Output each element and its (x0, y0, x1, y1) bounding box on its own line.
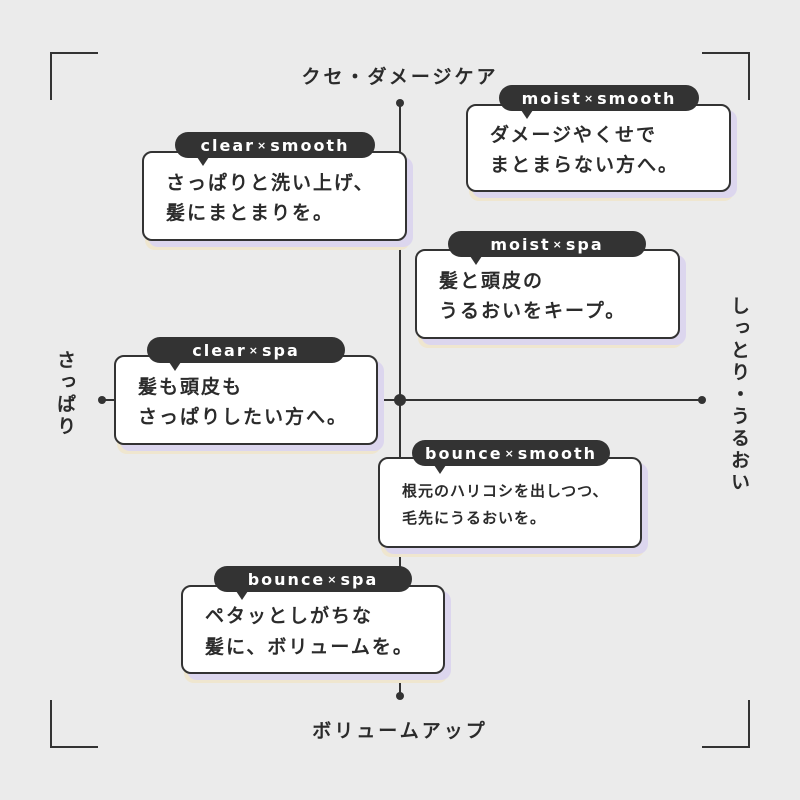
card-text: 髪も頭皮も さっぱりしたい方へ。 (138, 375, 349, 428)
axis-end-dot-left (98, 396, 106, 404)
tag-word: moist (521, 88, 582, 108)
tag-separator: × (552, 237, 564, 251)
tag-separator: × (257, 138, 269, 152)
corner-bracket-bottom-left (50, 700, 98, 748)
tag-separator: × (327, 572, 339, 586)
tag-word: clear (192, 340, 247, 360)
tag-clear-spa: clear×spa (147, 337, 345, 371)
tag-bounce-smooth: bounce×smooth (412, 440, 610, 474)
card-moist-spa: 髪と頭皮の うるおいをキープ。 (415, 249, 680, 339)
tag-word: smooth (270, 135, 350, 155)
tag-moist-spa: moist×spa (448, 231, 646, 265)
tag-word: spa (261, 340, 300, 360)
tag-word: bounce (247, 569, 326, 589)
axis-label-bottom: ボリュームアップ (312, 720, 488, 742)
card-bounce-smooth: 根元のハリコシを出しつつ、 毛先にうるおいを。 (378, 457, 642, 548)
card-text: 髪と頭皮の うるおいをキープ。 (439, 269, 627, 322)
tag-moist-smooth: moist×smooth (499, 85, 699, 119)
corner-bracket-bottom-right (702, 700, 750, 748)
axis-end-dot-bottom (396, 692, 404, 700)
axis-end-dot-right (698, 396, 706, 404)
card-text: さっぱりと洗い上げ、 髪にまとまりを。 (166, 171, 375, 224)
tag-word: smooth (517, 443, 597, 463)
tag-separator: × (248, 343, 260, 357)
tag-bounce-spa: bounce×spa (214, 566, 412, 600)
card-clear-spa: 髪も頭皮も さっぱりしたい方へ。 (114, 355, 378, 445)
tag-word: bounce (425, 443, 503, 463)
tag-word: moist (490, 234, 551, 254)
tag-separator: × (583, 91, 596, 105)
card-text: ペタッとしがちな 髪に、ボリュームを。 (205, 605, 414, 658)
axis-end-dot-top (396, 99, 404, 107)
axis-label-right: しっとり・うるおい (728, 296, 750, 494)
tag-word: spa (565, 234, 604, 254)
tag-word: spa (340, 569, 379, 589)
corner-bracket-top-right (702, 52, 750, 100)
card-text: ダメージやくせで まとまらない方へ。 (490, 123, 680, 176)
tag-word: smooth (597, 88, 677, 108)
axis-label-left: さっぱり (54, 350, 76, 438)
tag-separator: × (504, 446, 516, 460)
tag-clear-smooth: clear×smooth (175, 132, 375, 166)
card-bounce-spa: ペタッとしがちな 髪に、ボリュームを。 (181, 585, 445, 674)
tag-word: clear (200, 135, 256, 155)
card-text: 根元のハリコシを出しつつ、 毛先にうるおいを。 (402, 482, 609, 527)
corner-bracket-top-left (50, 52, 98, 100)
axis-origin-dot (394, 394, 406, 406)
axis-label-top: クセ・ダメージケア (301, 66, 499, 88)
card-clear-smooth: さっぱりと洗い上げ、 髪にまとまりを。 (142, 151, 407, 241)
card-moist-smooth: ダメージやくせで まとまらない方へ。 (466, 104, 731, 192)
